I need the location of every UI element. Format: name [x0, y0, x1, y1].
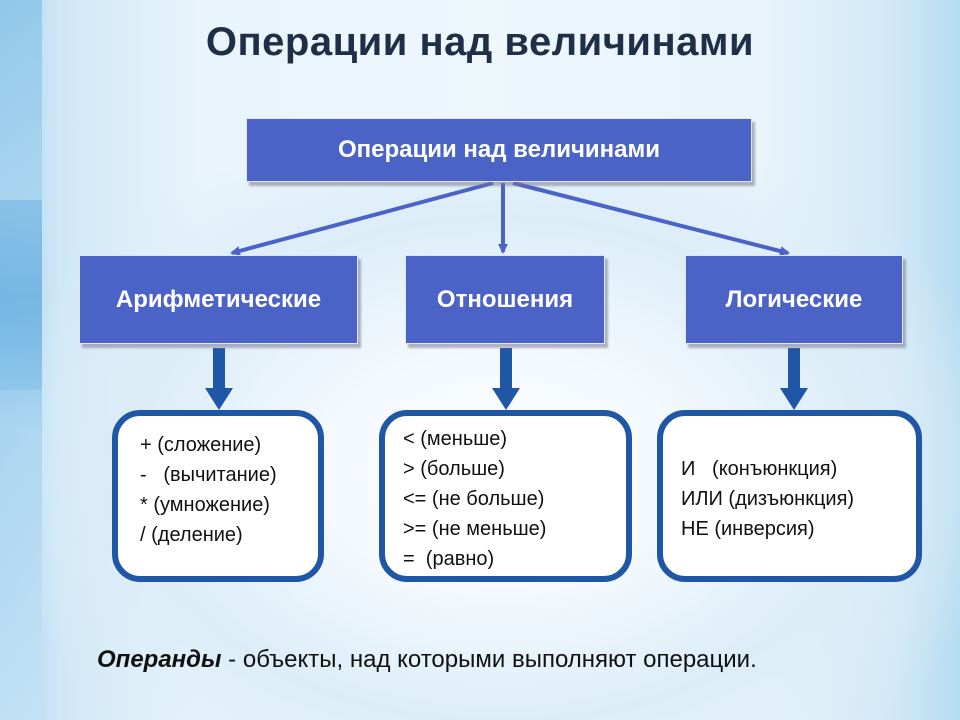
list-item: * (умножение) — [140, 494, 270, 516]
category-box-arithmetic: Арифметические — [79, 255, 358, 344]
list-item: < (меньше) — [403, 428, 508, 450]
list-item: + (сложение) — [140, 434, 262, 456]
slide-title: Операции над величинами — [205, 20, 755, 64]
operands-term: Операнды — [97, 646, 222, 673]
relations-operations-list: < (меньше) > (больше) <= (не больше) >= … — [379, 410, 632, 582]
left-decor-band — [0, 200, 42, 390]
list-item: - (вычитание) — [140, 464, 277, 486]
operands-description: - объекты, над которыми выполняют операц… — [221, 646, 757, 673]
list-item: ИЛИ (дизъюнкция) — [681, 488, 855, 510]
list-item: / (деление) — [140, 524, 243, 546]
list-item: НЕ (инверсия) — [681, 518, 815, 540]
list-item: И (конъюнкция) — [681, 458, 838, 480]
operands-definition: Операнды - объекты, над которыми выполня… — [97, 646, 757, 674]
root-box: Операции над величинами — [246, 118, 752, 182]
list-item: > (больше) — [403, 458, 505, 480]
category-box-relations: Отношения — [405, 255, 605, 344]
list-item: <= (не больше) — [403, 488, 545, 510]
list-item: = (равно) — [403, 548, 495, 570]
arrow-relations-down — [492, 348, 520, 410]
arrow-root-to-logic — [512, 181, 790, 256]
arrow-logic-down — [780, 348, 808, 410]
logic-operations-list: И (конъюнкция) ИЛИ (дизъюнкция) НЕ (инве… — [657, 410, 922, 582]
list-item: >= (не меньше) — [403, 518, 547, 540]
arrow-root-to-arithmetic — [230, 181, 494, 256]
category-box-logic: Логические — [685, 255, 903, 344]
arithmetic-operations-list: + (сложение) - (вычитание) * (умножение)… — [112, 410, 324, 582]
arrow-arithmetic-down — [205, 348, 233, 410]
